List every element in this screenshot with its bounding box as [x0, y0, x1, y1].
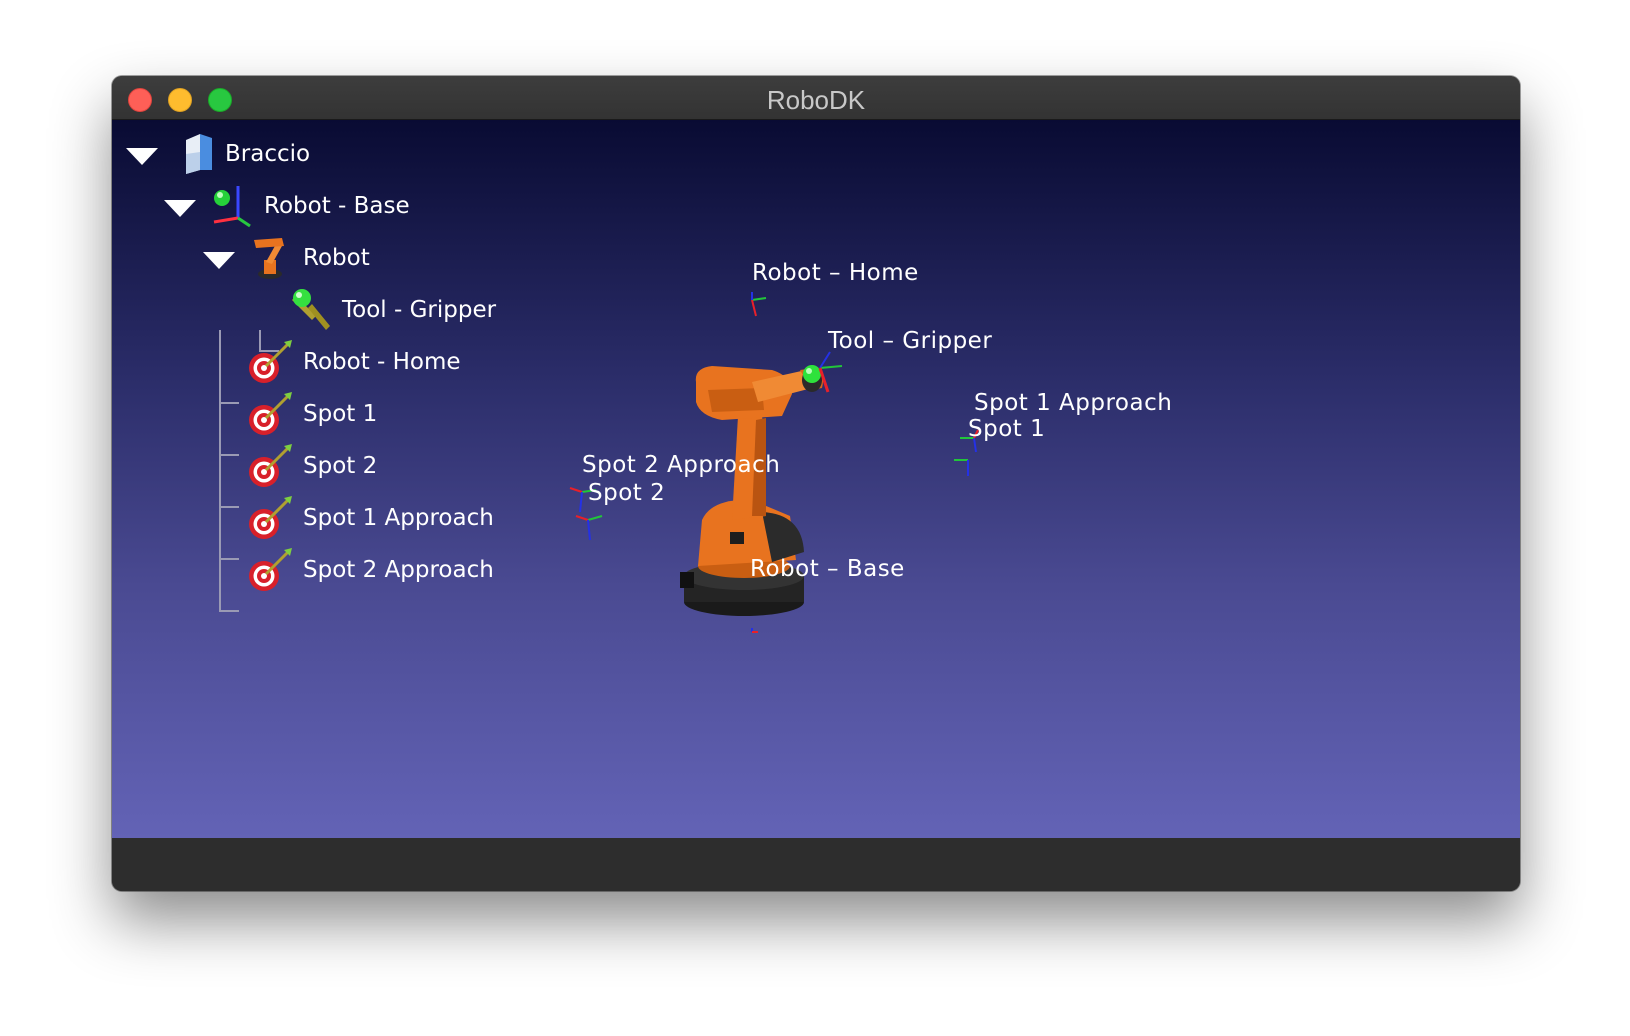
zoom-window-button[interactable]: [208, 88, 232, 112]
status-bar: [112, 838, 1520, 891]
close-window-button[interactable]: [128, 88, 152, 112]
tree-item-braccio[interactable]: Braccio: [112, 134, 532, 174]
robot-model[interactable]: [680, 365, 823, 616]
tree-connector: [219, 330, 221, 612]
tree-item-spot-2-approach[interactable]: Spot 2 Approach: [112, 548, 552, 591]
scene-label-spot-1-approach: Spot 1 Approach: [974, 390, 1173, 416]
spot-1-approach-frame-icon[interactable]: [960, 429, 979, 453]
tree-item-spot-1[interactable]: Spot 1: [112, 392, 532, 435]
target-icon: [249, 340, 292, 383]
scene-label-spot-2-approach: Spot 2 Approach: [582, 452, 781, 478]
tree-item-label: Spot 1: [303, 401, 378, 427]
tree-item-robot[interactable]: Robot: [112, 238, 532, 279]
scene-label-robot-base: Robot – Base: [750, 556, 905, 582]
target-icon: [249, 496, 292, 539]
collapse-arrow-icon[interactable]: [203, 252, 235, 269]
target-icon: [249, 444, 292, 487]
tree-item-spot-1-approach[interactable]: Spot 1 Approach: [112, 496, 552, 539]
tree-item-label: Robot - Base: [264, 193, 410, 219]
tree-item-spot-2[interactable]: Spot 2: [112, 444, 532, 487]
window-title: RoboDK: [766, 85, 866, 115]
gripper-tool-icon: [292, 289, 330, 330]
collapse-arrow-icon[interactable]: [126, 148, 158, 165]
tree-item-robot-home[interactable]: Robot - Home: [112, 340, 532, 383]
tree-connector: [219, 610, 239, 612]
tree-connector: [219, 558, 239, 560]
tree-item-label: Braccio: [225, 141, 311, 167]
tool-gripper-frame-icon[interactable]: [818, 351, 843, 393]
tree-item-label: Spot 2 Approach: [303, 557, 494, 583]
tree-item-label: Robot: [303, 245, 370, 271]
target-icon: [249, 392, 292, 435]
robot-home-frame-icon[interactable]: [751, 292, 767, 317]
spot-1-frame-icon[interactable]: [954, 459, 969, 476]
scene-canvas[interactable]: [112, 120, 1520, 838]
tree-item-tool-gripper[interactable]: Tool - Gripper: [112, 289, 572, 330]
tree-connector: [259, 350, 279, 352]
3d-viewport[interactable]: Braccio Robot - Base Robot: [112, 120, 1520, 838]
target-icon: [249, 548, 292, 591]
tree-connector: [219, 454, 239, 456]
tree-item-label: Robot - Home: [303, 349, 461, 375]
spot-2-frame-icon[interactable]: [575, 515, 603, 541]
reference-frame-icon: [213, 186, 251, 228]
tree-connector: [219, 402, 239, 404]
tree-item-label: Spot 1 Approach: [303, 505, 494, 531]
app-window: RoboDK Braccio: [112, 76, 1520, 891]
station-icon: [186, 134, 212, 174]
robot-base-frame-icon[interactable]: [751, 628, 758, 633]
scene-label-tool-gripper: Tool – Gripper: [828, 328, 993, 354]
tree-connector: [259, 330, 261, 352]
collapse-arrow-icon[interactable]: [164, 200, 196, 217]
tree-item-robot-base[interactable]: Robot - Base: [112, 186, 532, 228]
title-bar[interactable]: RoboDK: [112, 76, 1520, 120]
robot-arm-icon: [254, 238, 284, 279]
tree-item-label: Spot 2: [303, 453, 378, 479]
scene-label-robot-home: Robot – Home: [752, 260, 919, 286]
tree-item-label: Tool - Gripper: [342, 297, 497, 323]
spot-2-approach-frame-icon[interactable]: [569, 487, 597, 513]
minimize-window-button[interactable]: [168, 88, 192, 112]
scene-label-spot-2: Spot 2: [588, 480, 666, 506]
scene-label-spot-1: Spot 1: [968, 416, 1046, 442]
tree-connector: [219, 506, 239, 508]
